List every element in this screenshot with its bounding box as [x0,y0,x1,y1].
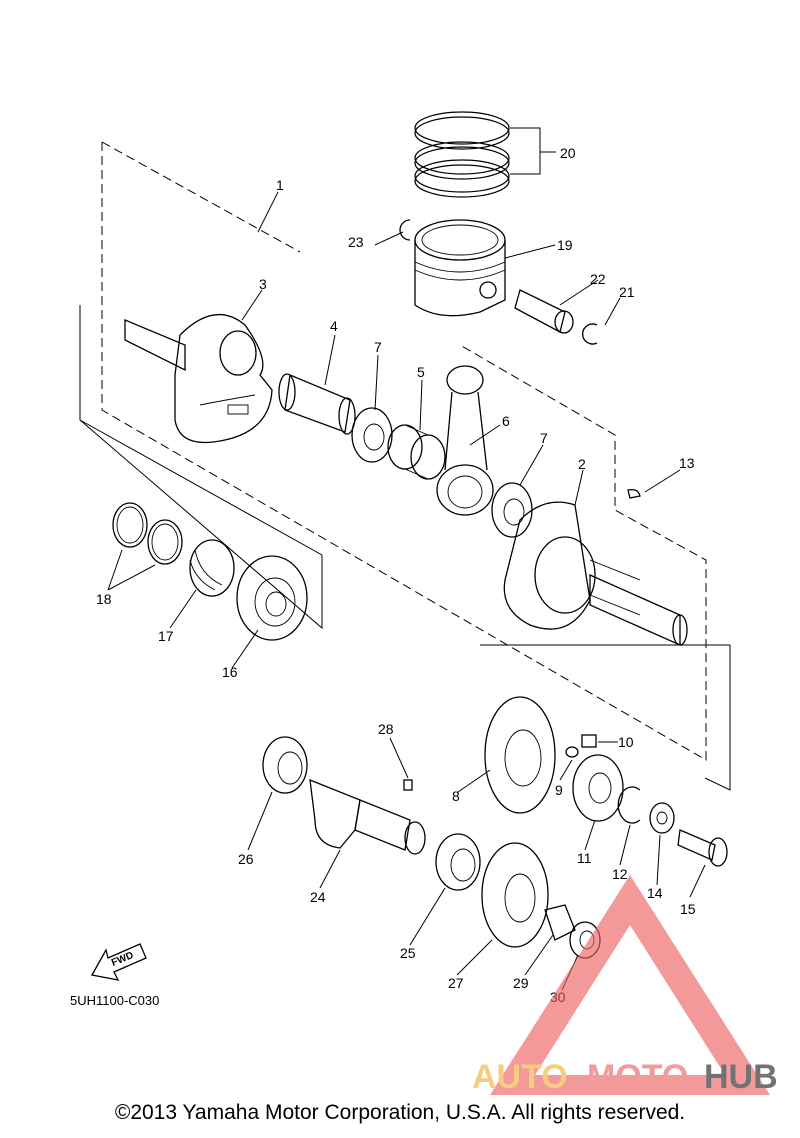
crank-right [503,501,688,647]
watermark-auto: AUTO [472,1058,568,1096]
woodruff-key [627,488,641,499]
label-24: 24 [310,889,326,905]
label-21: 21 [619,284,635,300]
label-1: 1 [276,177,284,193]
crankshaft-assembly-dashed-box [101,141,707,761]
crank-left [124,313,273,444]
thrust-washer-right [491,482,533,538]
label-3: 3 [259,276,267,292]
circlip-23 [399,219,411,241]
label-11: 11 [577,850,592,866]
label-12: 12 [612,866,628,882]
connecting-rod [436,365,494,516]
label-17: 17 [158,628,174,644]
label-14: 14 [647,885,663,901]
label-19: 19 [557,237,573,253]
leader-lines [107,191,706,991]
bolt [677,829,728,867]
drive-gear [484,696,556,814]
label-6: 6 [502,413,510,429]
bearing-25 [435,833,481,891]
lock-washer [544,904,576,941]
label-28: 28 [378,721,394,737]
label-25: 25 [400,945,416,961]
bearing-group-box [79,305,323,630]
watermark-hub: HUB [704,1058,778,1096]
thrust-washer-left [351,407,393,463]
label-23: 23 [348,234,364,250]
label-22: 22 [590,271,606,287]
circlip-21 [581,323,598,345]
key-28 [403,779,413,791]
washer-14 [649,802,675,834]
plate [572,754,624,822]
oil-seals [112,502,183,565]
label-8: 8 [452,788,460,804]
label-4: 4 [330,318,338,334]
label-9: 9 [555,782,563,798]
piston [414,219,506,317]
part-labels: 1 2 3 4 5 6 7 7 8 9 10 11 12 13 14 15 16… [96,145,696,1005]
fwd-label: FWD [110,950,135,969]
label-20: 20 [560,145,576,161]
label-27: 27 [448,975,464,991]
piston-rings [414,111,510,198]
needle-bearing [387,424,446,480]
balancer-group-box [480,644,731,791]
label-26: 26 [238,851,254,867]
drawing-code: 5UH1100-C030 [70,993,159,1008]
piston-pin [514,289,574,334]
label-29: 29 [513,975,529,991]
label-7a: 7 [374,339,382,355]
label-7b: 7 [540,430,548,446]
label-18: 18 [96,591,112,607]
bearing-26 [262,736,308,794]
watermark-moto: MOTO [587,1058,688,1096]
label-16: 16 [222,664,238,680]
bearing-17 [189,539,235,597]
label-13: 13 [679,455,695,471]
label-10: 10 [618,734,634,750]
circlip-12 [617,786,641,824]
watermark-triangle-logo [490,875,770,1095]
spring-pin [565,734,597,758]
label-5: 5 [417,364,425,380]
balancer-shaft [309,778,426,855]
label-15: 15 [680,901,696,917]
label-2: 2 [578,456,586,472]
copyright-notice: ©2013 Yamaha Motor Corporation, U.S.A. A… [114,1101,686,1124]
fwd-arrow: FWD [90,943,147,981]
bearing-16 [236,555,308,641]
automotohub-watermark: AUTO MOTO HUB [472,875,778,1096]
driven-gear [481,842,549,948]
crank-pin [278,373,356,435]
